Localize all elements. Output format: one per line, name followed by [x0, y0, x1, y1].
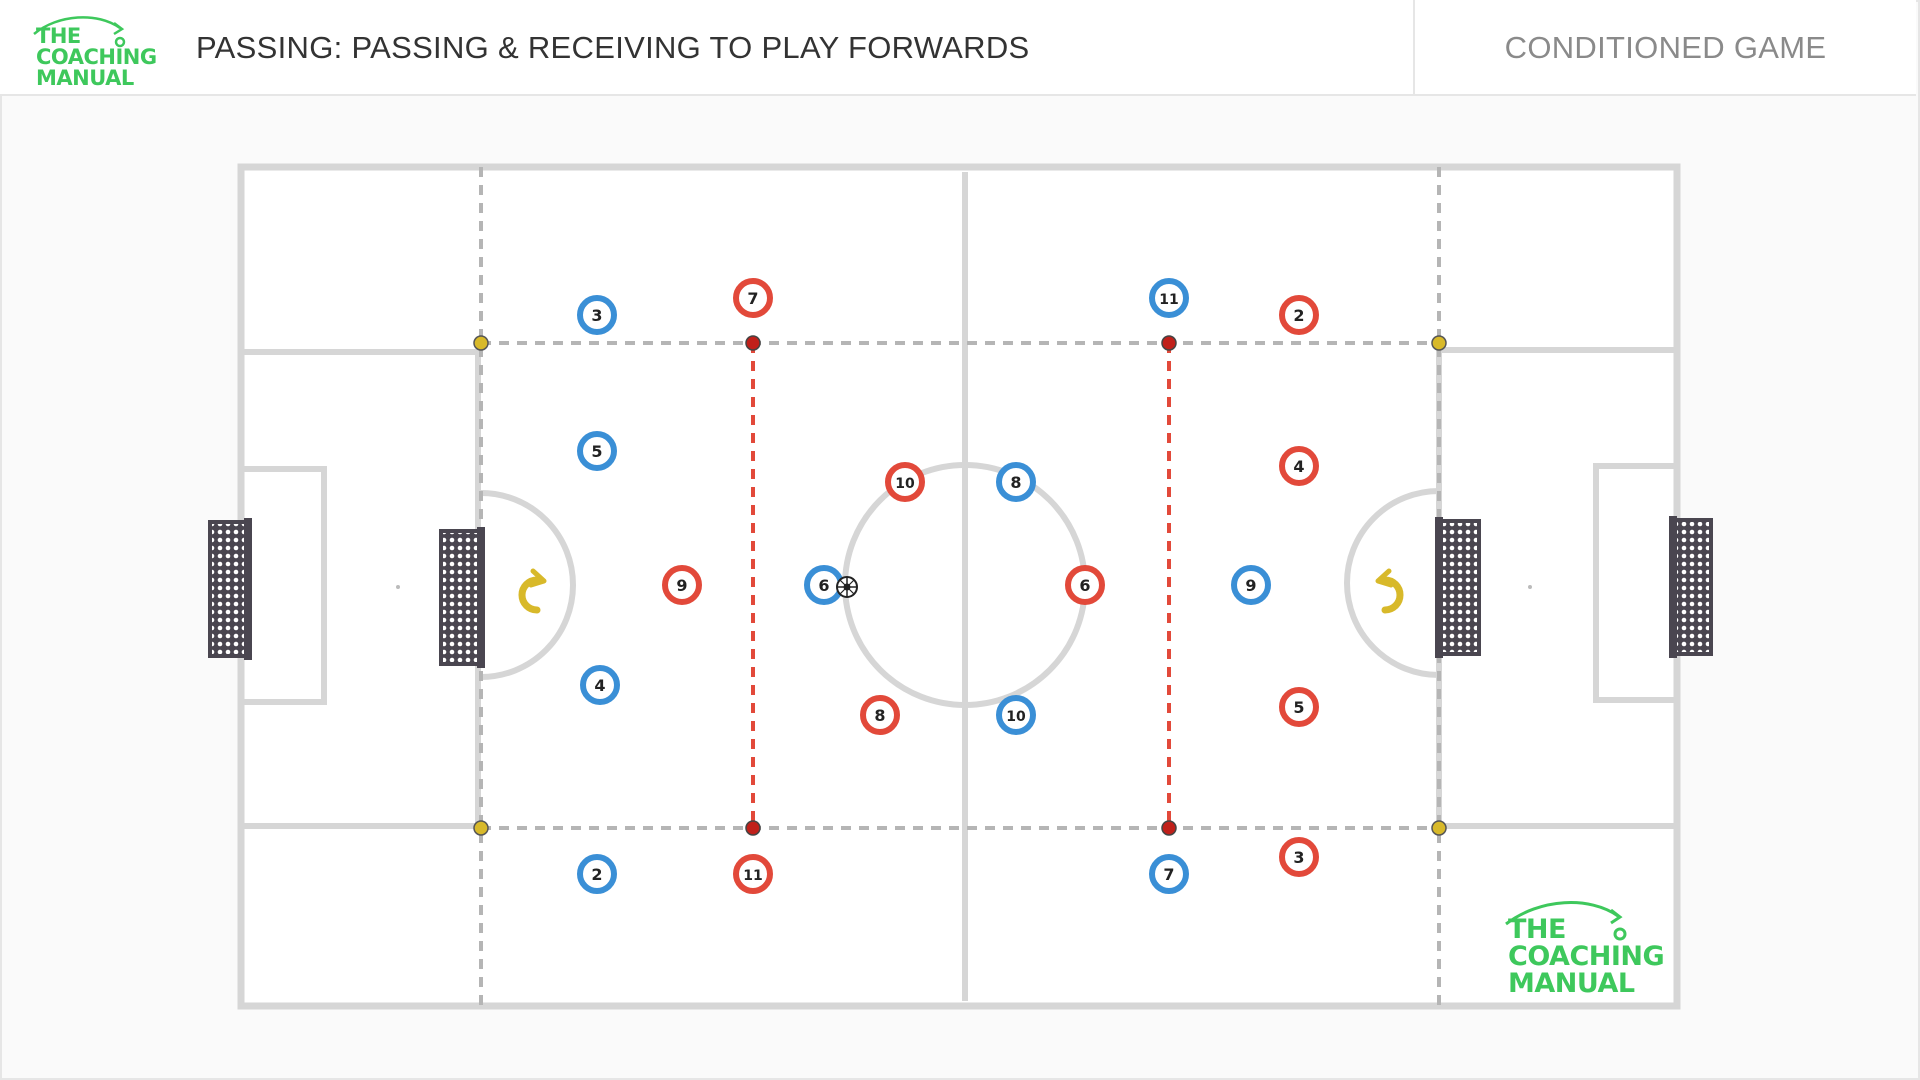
left-goal-area: [244, 466, 327, 705]
player-red-6: 6: [1065, 565, 1105, 605]
right-goal-area: [1593, 463, 1674, 703]
player-blue-10: 10: [996, 695, 1036, 735]
rotate-icon: [1375, 568, 1404, 614]
player-number: 3: [1293, 848, 1304, 867]
goal-icon: [1669, 516, 1713, 658]
player-number: 11: [743, 868, 762, 884]
player-blue-6: 6: [804, 565, 844, 605]
ball-icon: [836, 576, 858, 598]
player-marker: [1065, 565, 1105, 605]
cone-icon: [745, 335, 761, 351]
watermark-arrow-icon: [1505, 901, 1627, 941]
goal-icon: [208, 518, 252, 660]
player-number: 9: [676, 576, 687, 595]
player-blue-8: 8: [996, 462, 1036, 502]
player-number: 7: [1163, 865, 1174, 884]
player-number: 4: [594, 676, 605, 695]
player-blue-5: 5: [577, 431, 617, 471]
cone-markers: [473, 335, 1447, 836]
player-marker: [662, 565, 702, 605]
player-marker: [1231, 565, 1271, 605]
watermark-line-2: COACHING: [1508, 941, 1665, 972]
cone-icon: [473, 820, 489, 836]
player-red-8: 8: [860, 695, 900, 735]
cone-icon: [1161, 335, 1177, 351]
right-area-arc: [1344, 488, 1440, 678]
player-number: 8: [874, 706, 885, 725]
player-number: 6: [818, 576, 829, 595]
player-marker: [1279, 837, 1319, 877]
player-number: 11: [1159, 292, 1178, 308]
left-area-arc: [480, 490, 576, 680]
players-layer: 3 5 4 2 6 8 10 11 9 7 7 9 10 8 11 6 2 4 5 3: [577, 278, 1319, 894]
watermark-text: THE COACHING MANUAL: [1508, 914, 1665, 999]
cone-icon: [473, 335, 489, 351]
player-red-5: 5: [1279, 687, 1319, 727]
player-number: 5: [1293, 698, 1304, 717]
player-marker: [733, 854, 773, 894]
session-title: PASSING: PASSING & RECEIVING TO PLAY FOR…: [196, 30, 1030, 65]
player-red-3: 3: [1279, 837, 1319, 877]
cone-icon: [1431, 820, 1447, 836]
player-marker: [996, 462, 1036, 502]
session-type: CONDITIONED GAME: [1504, 30, 1827, 65]
player-number: 4: [1293, 457, 1304, 476]
left-penalty-spot: [396, 585, 400, 589]
player-marker: [577, 431, 617, 471]
player-number: 10: [895, 476, 915, 492]
logo-arrow-icon: [33, 16, 126, 48]
player-blue-3: 3: [577, 295, 617, 335]
logo-line-3: MANUAL: [36, 66, 134, 90]
player-number: 6: [1079, 576, 1090, 595]
player-blue-2: 2: [577, 854, 617, 894]
player-marker: [1149, 854, 1189, 894]
player-number: 2: [591, 865, 602, 884]
player-blue-11: 11: [1149, 278, 1189, 318]
right-penalty-spot: [1528, 585, 1532, 589]
player-number: 2: [1293, 306, 1304, 325]
player-red-9: 9: [662, 565, 702, 605]
rotate-icon: [518, 568, 547, 614]
player-marker: [1279, 687, 1319, 727]
player-blue-4: 4: [580, 665, 620, 705]
player-marker: [1279, 295, 1319, 335]
player-blue-9: 9: [1231, 565, 1271, 605]
player-number: 10: [1006, 709, 1026, 725]
player-red-7: 7: [733, 278, 773, 318]
player-marker: [885, 462, 925, 502]
logo-line-2: COACHING: [36, 45, 157, 69]
player-number: 8: [1010, 473, 1021, 492]
player-marker: [733, 278, 773, 318]
player-number: 3: [591, 306, 602, 325]
player-red-4: 4: [1279, 446, 1319, 486]
player-blue-7: 7: [1149, 854, 1189, 894]
header-divider: [1413, 0, 1415, 94]
player-marker: [996, 695, 1036, 735]
cone-icon: [1161, 820, 1177, 836]
logo-text: THE COACHING MANUAL: [36, 26, 157, 89]
goal-icon: [1435, 517, 1481, 658]
cone-icon: [745, 820, 761, 836]
watermark-line-1: THE: [1508, 914, 1566, 945]
logo-line-1: THE: [36, 24, 81, 48]
watermark-line-3: MANUAL: [1508, 968, 1635, 999]
player-red-10: 10: [885, 462, 925, 502]
player-marker: [577, 854, 617, 894]
player-marker: [1279, 446, 1319, 486]
player-red-2: 2: [1279, 295, 1319, 335]
header: THE COACHING MANUAL PASSING: PASSING & R…: [0, 0, 1916, 96]
player-number: 5: [591, 442, 602, 461]
player-red-11: 11: [733, 854, 773, 894]
player-number: 7: [747, 289, 758, 308]
watermark-logo: THE COACHING MANUAL: [1500, 896, 1680, 999]
cone-icon: [1431, 335, 1447, 351]
player-marker: [577, 295, 617, 335]
goal-icon: [439, 527, 485, 668]
player-number: 9: [1245, 576, 1256, 595]
player-marker: [860, 695, 900, 735]
player-marker: [580, 665, 620, 705]
brand-logo: THE COACHING MANUAL: [28, 12, 168, 90]
player-marker: [1149, 278, 1189, 318]
